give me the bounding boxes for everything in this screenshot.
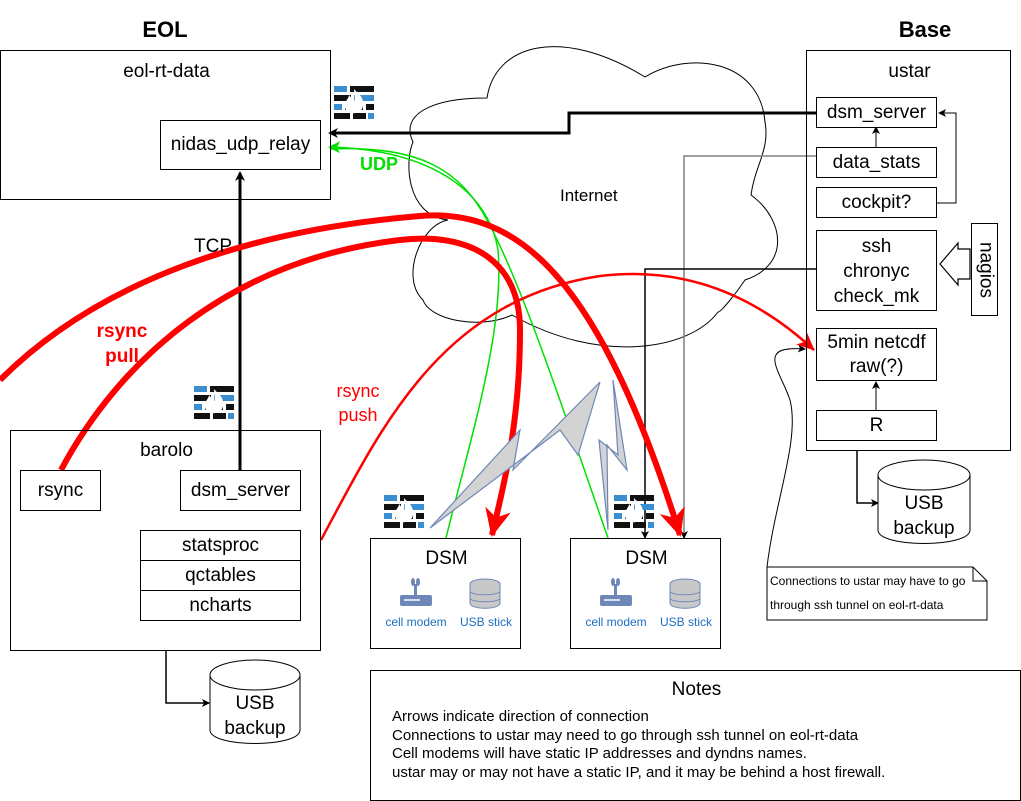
eol-section-title: EOL [142, 17, 188, 42]
link-barolo-to-usb [165, 651, 210, 707]
notes-line: Connections to ustar may need to go thro… [392, 726, 859, 744]
ustar-netcdf[interactable]: 5min netcdf raw(?) [816, 328, 937, 381]
notes-line: ustar may or may not have a static IP, a… [392, 763, 886, 781]
link-datastats-to-dsm2 [680, 155, 817, 539]
firewall-icon [614, 495, 654, 528]
ustar-host[interactable]: ustar [806, 50, 1011, 451]
link-cockpit-to-dsmserver [937, 109, 957, 204]
ustar-data-stats[interactable]: data_stats [816, 147, 937, 178]
barolo-dsm-server[interactable]: dsm_server [180, 470, 301, 511]
ustar-dsm-server[interactable]: dsm_server [816, 97, 937, 128]
udp-label: UDP [360, 154, 399, 174]
cell-modem-label: cell modem [585, 615, 647, 629]
wireless-bolt-icon-1 [429, 381, 601, 529]
host-title: barolo [140, 440, 193, 461]
link-ustar-to-usb [856, 451, 879, 507]
firewall-icon [334, 86, 374, 119]
ustar-r[interactable]: R [816, 410, 937, 441]
wireless-bolt-icon-2 [598, 379, 628, 531]
barolo-ncharts[interactable]: ncharts [140, 590, 301, 621]
udp-link-dsm2 [329, 147, 609, 539]
barolo-qctables[interactable]: qctables [140, 560, 301, 591]
barolo-host[interactable]: barolo [10, 430, 321, 651]
notes-line: Arrows indicate direction of connection [392, 708, 649, 725]
usb-stick-icon [669, 578, 701, 609]
dsm-title: DSM [425, 548, 468, 569]
rsync-pull-label: rsync pull [96, 321, 148, 367]
usb-stick-label: USB stick [659, 615, 712, 629]
nagios-arrow-icon [939, 241, 971, 287]
internet-cloud [408, 46, 779, 348]
dsm1-icons [400, 578, 501, 609]
base-usb-backup: USB backup [893, 493, 955, 539]
host-title: eol-rt-data [123, 61, 210, 82]
firewall-icon [384, 495, 424, 528]
dsm-station-1[interactable]: DSM cell modem USB stick [370, 538, 521, 649]
cell-modem-label: cell modem [385, 615, 447, 629]
rsync-push-link [319, 272, 815, 541]
udp-link-dsm1 [328, 141, 500, 539]
dsm-station-2[interactable]: DSM cell modem USB stick [570, 538, 721, 649]
ustar-services[interactable]: ssh chronyc check_mk [816, 230, 937, 311]
barolo-rsync[interactable]: rsync [20, 470, 101, 511]
notes-title: Notes [671, 679, 722, 700]
notes-line: Cell modems will have static IP addresse… [392, 745, 807, 762]
nidas-udp-relay[interactable]: nidas_udp_relay [160, 120, 321, 170]
usb-stick-label: USB stick [459, 615, 512, 629]
rsync-pull-dsm2 [0, 212, 685, 537]
usb-stick-icon [469, 578, 501, 609]
firewall-icon [194, 386, 234, 419]
eol-usb-backup: USB backup [224, 693, 286, 739]
internet-label: Internet [560, 186, 618, 205]
usb-backup-cylinder-base [877, 459, 971, 544]
tcp-label: TCP [194, 236, 232, 257]
notes-panel: Notes Arrows indicate direction of conne… [370, 670, 1021, 801]
dsm2-icons [600, 578, 701, 609]
callout-note-shape [766, 566, 988, 621]
callout-note: Connections to ustar may have to go thro… [770, 574, 966, 612]
cell-modem-icon [600, 578, 632, 606]
rsync-pull-dsm1 [58, 235, 524, 537]
base-section-title: Base [898, 17, 952, 42]
host-title: ustar [888, 61, 931, 82]
cell-modem-icon [400, 578, 432, 606]
link-ssh-to-dsm2 [641, 268, 817, 539]
barolo-statsproc[interactable]: statsproc [140, 530, 301, 561]
ustar-nagios[interactable]: nagios [971, 223, 998, 316]
callout-link [766, 344, 806, 568]
dsm-title: DSM [625, 548, 668, 569]
usb-backup-cylinder-eol [209, 659, 301, 744]
rsync-push-label: rsync push [336, 381, 380, 425]
eol-rt-data-host[interactable]: eol-rt-data [0, 50, 331, 200]
ustar-cockpit[interactable]: cockpit? [816, 187, 937, 218]
link-ustar-to-relay [328, 111, 817, 138]
